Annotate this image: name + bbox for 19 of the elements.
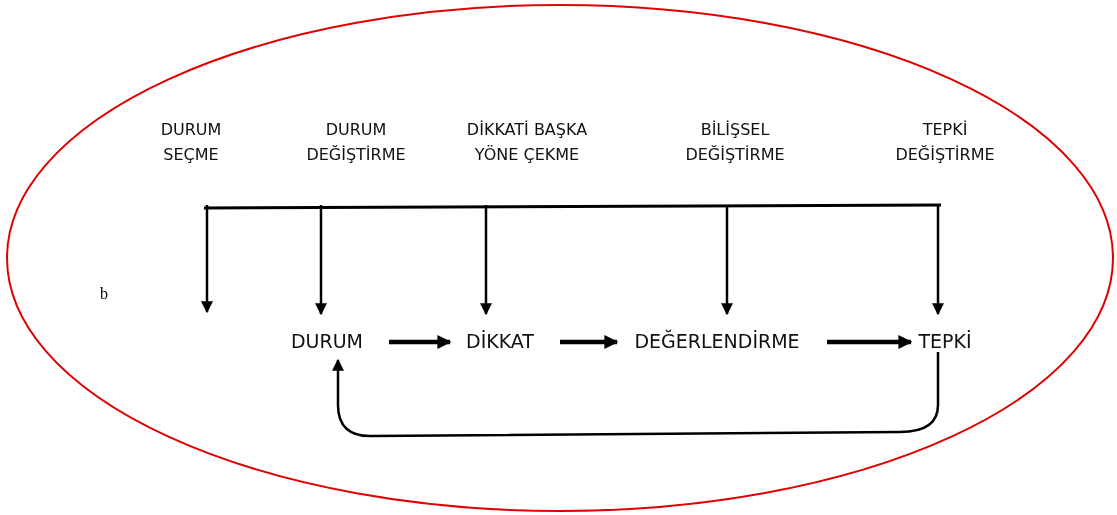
arrow [721,205,733,316]
process-label: DURUM [290,329,363,354]
strategy-label: DİKKATİ BAŞKA YÖNE ÇEKME [465,119,589,166]
process-label: DEĞERLENDİRME [634,328,800,354]
strategy-label: DURUM DEĞİŞTİRME [305,119,407,166]
arrow [480,205,492,316]
strategy-label: DURUM SEÇME [159,119,223,166]
strategy-label: TEPKİ DEĞİŞTİRME [894,119,996,166]
arrow [560,335,619,349]
arrow [932,205,944,316]
arrow [315,205,327,316]
process-label: DİKKAT [466,329,534,354]
process-label: TEPKİ [918,329,972,354]
arrow [201,205,213,314]
strategy-label: BİLİŞSEL DEĞİŞTİRME [684,119,786,166]
arrow [389,335,452,349]
arrow [827,335,913,349]
feedback-arrow [332,352,940,438]
panel-letter: b [100,285,108,303]
